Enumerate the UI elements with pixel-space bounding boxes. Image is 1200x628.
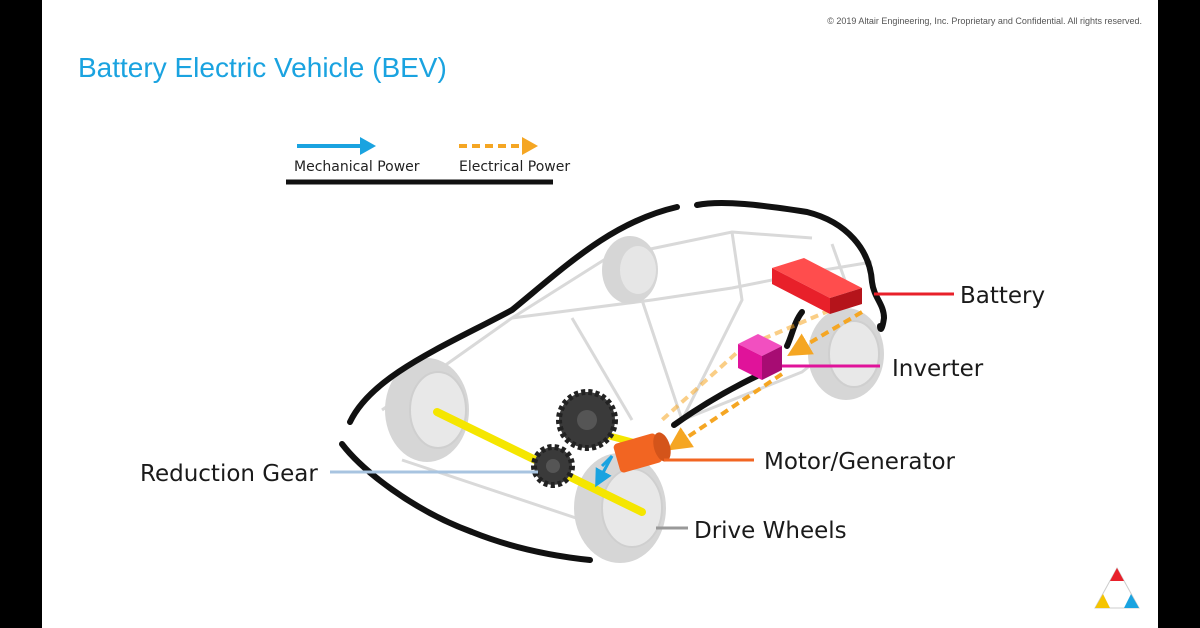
mechanical-power-arrowhead (360, 137, 376, 155)
rear-top-wheel (602, 236, 658, 304)
motor-generator-label: Motor/Generator (764, 449, 956, 475)
altair-logo-icon (1094, 566, 1140, 609)
electrical-power-arrowhead (522, 137, 538, 155)
battery-icon (772, 258, 862, 314)
legend: Mechanical Power Electrical Power (286, 137, 570, 185)
slide-title: Battery Electric Vehicle (BEV) (78, 52, 447, 83)
motor-generator-icon (613, 432, 671, 473)
battery-label: Battery (960, 283, 1045, 309)
reduction-gear-small-icon (531, 444, 575, 488)
mechanical-flow-arrow (595, 454, 614, 488)
reduction-gear-large-icon (556, 389, 618, 451)
copyright-notice: © 2019 Altair Engineering, Inc. Propriet… (827, 16, 1142, 26)
legend-electrical-label: Electrical Power (459, 159, 570, 175)
slide: © 2019 Altair Engineering, Inc. Propriet… (42, 0, 1158, 628)
bev-diagram: Mechanical Power Electrical Power (140, 137, 1140, 609)
inverter-icon (738, 334, 782, 380)
inverter-to-motor-flow (667, 372, 784, 451)
inverter-label: Inverter (892, 356, 984, 382)
reduction-gear-label: Reduction Gear (140, 461, 318, 487)
legend-mechanical-label: Mechanical Power (294, 159, 420, 175)
drive-wheels-label: Drive Wheels (694, 518, 847, 544)
battery-to-inverter-flow (787, 310, 864, 357)
